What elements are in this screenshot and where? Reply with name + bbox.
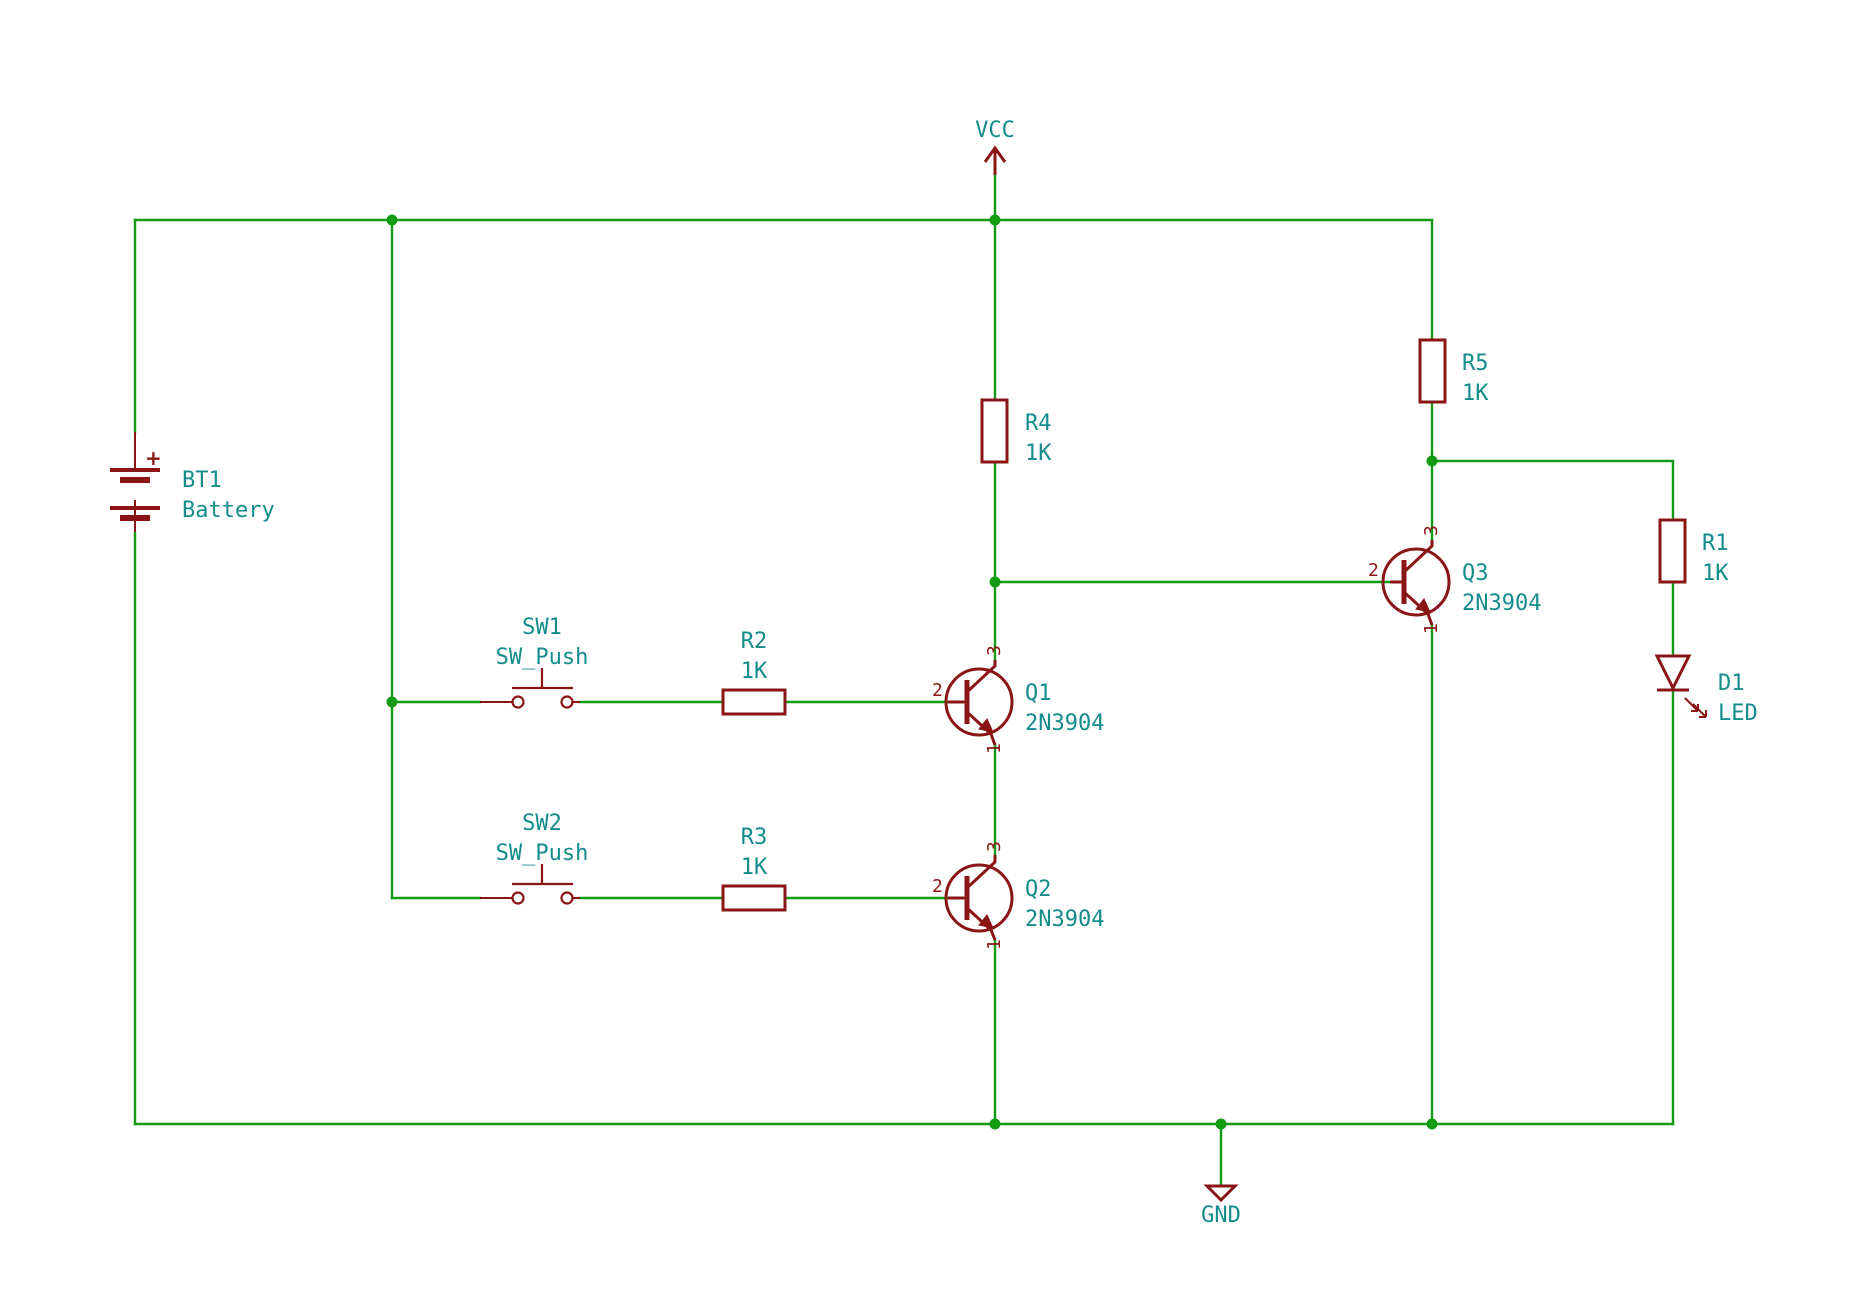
switch-actuator [512,668,573,690]
q1-value: 2N3904 [1025,711,1104,736]
q2-pin-collector: 3 [984,841,1005,852]
vcc-arrow-icon [983,145,1007,175]
q2-ref: Q2 [1025,877,1052,902]
sw1-value: SW_Push [496,645,589,670]
led-d1: D1 LED [1654,654,1758,726]
switch-contact [560,695,574,709]
vcc-label: VCC [975,118,1015,143]
resistor-r5: R5 1K [1418,338,1489,406]
resistor-body [721,884,787,912]
q1-pin-collector: 3 [984,645,1005,656]
led-triangle-icon [1654,654,1692,692]
transistor-q1: 2 3 1 Q1 2N3904 [932,645,1104,754]
q2-pin-base: 2 [932,876,943,897]
q1-pin-base: 2 [932,680,943,701]
junctions [386,214,1438,1130]
bt1-ref: BT1 [182,468,222,493]
r2-ref: R2 [741,629,768,654]
ground-icon [1203,1184,1239,1203]
switch-sw1: SW1 SW_Push [480,615,589,709]
q3-value: 2N3904 [1462,591,1541,616]
switch-contact [560,891,574,905]
r3-value: 1K [741,855,768,880]
r2-value: 1K [741,659,768,684]
r4-value: 1K [1025,441,1052,466]
led-light-arrow-icon [1684,697,1707,718]
gnd-label: GND [1201,1203,1241,1228]
transistor-q2: 2 3 1 Q2 2N3904 [932,841,1104,950]
q2-value: 2N3904 [1025,907,1104,932]
resistor-body [1418,338,1447,404]
resistor-body [1658,518,1687,584]
junction-dot [1215,1118,1227,1130]
r4-ref: R4 [1025,411,1052,436]
gnd-symbol: GND [1201,1184,1241,1228]
transistor-leads [1390,540,1434,626]
r5-value: 1K [1462,381,1489,406]
junction-dot [989,576,1001,588]
wire-node-r1 [1430,459,1675,522]
r3-ref: R3 [741,825,768,850]
bt1-value: Battery [182,498,275,523]
emitter-arrow-icon [1415,598,1431,613]
switch-actuator [512,864,573,886]
resistor-body [721,688,787,716]
resistor-r2: R2 1K [721,629,787,716]
vcc-symbol: VCC [975,118,1015,175]
switch-sw2: SW2 SW_Push [480,811,589,905]
junction-dot [386,214,398,226]
resistor-body [980,398,1009,464]
r1-value: 1K [1702,561,1729,586]
q1-ref: Q1 [1025,681,1052,706]
q3-pin-collector: 3 [1421,525,1442,536]
junction-dot [386,696,398,708]
emitter-arrow-icon [978,718,994,733]
junction-dot [989,214,1001,226]
sw1-ref: SW1 [522,615,562,640]
switch-contact [511,695,525,709]
q2-pin-emitter: 1 [984,939,1005,950]
switch-contact [511,891,525,905]
transistor-body [944,863,1014,933]
sw2-ref: SW2 [522,811,562,836]
battery-plus-sign: + [145,446,162,470]
q3-ref: Q3 [1462,561,1489,586]
emitter-arrow-icon [978,914,994,929]
resistor-r1: R1 1K [1658,518,1729,586]
transistor-leads [948,660,997,746]
r5-ref: R5 [1462,351,1489,376]
junction-dot [989,1118,1001,1130]
q3-pin-base: 2 [1368,560,1379,581]
junction-dot [1426,455,1438,467]
transistor-leads [948,855,997,941]
sw2-value: SW_Push [496,841,589,866]
resistor-r3: R3 1K [721,825,787,912]
d1-value: LED [1718,701,1758,726]
junction-dot [1426,1118,1438,1130]
d1-ref: D1 [1718,671,1745,696]
battery-bt1: + BT1 Battery [110,432,275,532]
q3-pin-emitter: 1 [1421,623,1442,634]
r1-ref: R1 [1702,531,1729,556]
transistor-body [944,667,1014,737]
transistor-q3: 2 3 1 Q3 2N3904 [1368,525,1541,634]
transistor-body [1381,547,1451,617]
resistor-r4: R4 1K [980,398,1052,466]
q1-pin-emitter: 1 [984,743,1005,754]
